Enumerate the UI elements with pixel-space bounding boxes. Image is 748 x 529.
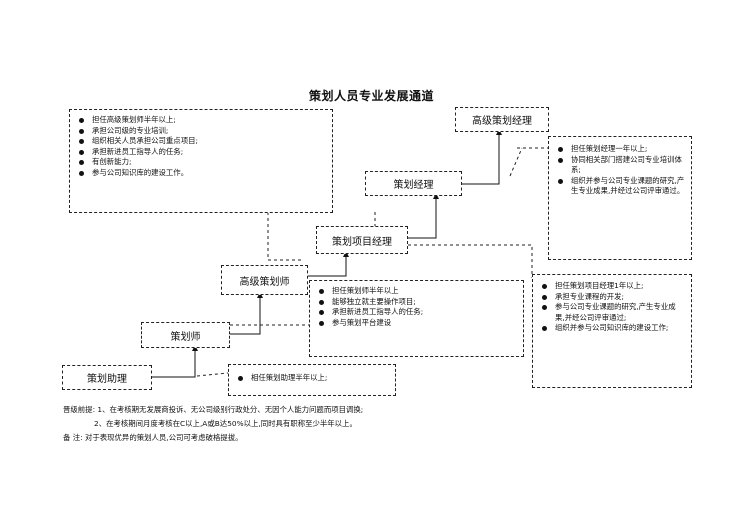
- note-senior-manager-requirements: 担任策划经理一年以上; 协同相关部门搭建公司专业培训体系; 组织并参与公司专业课…: [548, 136, 692, 260]
- position-project-manager: 策划项目经理: [316, 226, 408, 254]
- footer-promotion-prerequisite-1: 晋级前提: 1、在考核期无发展商投诉、无公司级别行政处分、无因个人能力问题而项目…: [63, 405, 364, 414]
- requirement-item: 承担新进员工指导人的任务;: [318, 307, 517, 318]
- requirement-item: 参与公司知识库的建设工作。: [78, 168, 326, 179]
- requirement-item: 参与策划平台建设: [318, 318, 517, 329]
- arrow-assistant-to-planner: [152, 345, 198, 378]
- requirement-item: 担任策划项目经理1年以上;: [541, 281, 685, 292]
- requirement-item: 组织相关人员承担公司重点项目;: [78, 136, 326, 147]
- position-senior-manager: 高级策划经理: [455, 107, 549, 132]
- position-senior-planner: 高级策划师: [221, 265, 308, 295]
- link-assistant-note: [196, 372, 229, 377]
- position-manager: 策划经理: [365, 171, 462, 196]
- requirement-item: 相任策划助理半年以上;: [237, 373, 389, 384]
- arrow-planner-to-senior: [230, 292, 263, 335]
- requirement-item: 担任策划经理一年以上;: [557, 144, 685, 155]
- requirement-item: 担任高级策划师半年以上;: [78, 115, 326, 126]
- note-senior-planner-requirements: 担任策划师半年以上 能够独立就主要操作项目; 承担新进员工指导人的任务; 参与策…: [309, 280, 524, 357]
- footer-promotion-prerequisite-2: 2、在考核期间月度考核在C以上,A或B达50%以上,同时具有职称至少半年以上。: [94, 419, 357, 428]
- link-senior-manager-note-a: [509, 147, 523, 177]
- link-project-manager-note: [408, 244, 533, 278]
- link-manager-note-left: [267, 212, 303, 261]
- requirement-item: 组织并参与公司知识库的建设工作;: [541, 323, 685, 334]
- note-project-manager-requirements: 担任策划项目经理1年以上; 承担专业课程的开发; 参与公司专业课题的研究,产生专…: [532, 274, 692, 388]
- requirement-item: 承担公司级的专业培训;: [78, 126, 326, 137]
- requirement-item: 组织并参与公司专业课题的研究,产生专业成果,并经过公司评审通过。: [557, 176, 685, 197]
- requirement-item: 能够独立就主要操作项目;: [318, 297, 517, 308]
- requirement-item: 担任策划师半年以上: [318, 286, 517, 297]
- position-planner: 策划师: [141, 322, 230, 348]
- note-manager-requirements: 担任高级策划师半年以上; 承担公司级的专业培训; 组织相关人员承担公司重点项目;…: [69, 109, 333, 213]
- requirement-item: 承担专业课程的开发;: [541, 292, 685, 303]
- page-title: 策划人员专业发展通道: [309, 89, 435, 103]
- requirement-item: 协同相关部门搭建公司专业培训体系;: [557, 155, 685, 176]
- arrow-project-manager-to-manager: [408, 193, 439, 239]
- arrow-manager-to-senior-manager: [462, 129, 502, 185]
- note-assistant-requirements: 相任策划助理半年以上;: [228, 364, 396, 396]
- requirement-item: 承担新进员工指导人的任务;: [78, 147, 326, 158]
- requirement-item: 有创新能力;: [78, 157, 326, 168]
- footer-remark: 备 注: 对于表现优异的策划人员,公司可考虑破格提拔。: [63, 433, 243, 442]
- requirement-item: 参与公司专业课题的研究,产生专业成果,并经公司评审通过;: [541, 302, 685, 323]
- arrow-senior-to-project-manager: [300, 251, 349, 277]
- position-assistant: 策划助理: [62, 365, 152, 390]
